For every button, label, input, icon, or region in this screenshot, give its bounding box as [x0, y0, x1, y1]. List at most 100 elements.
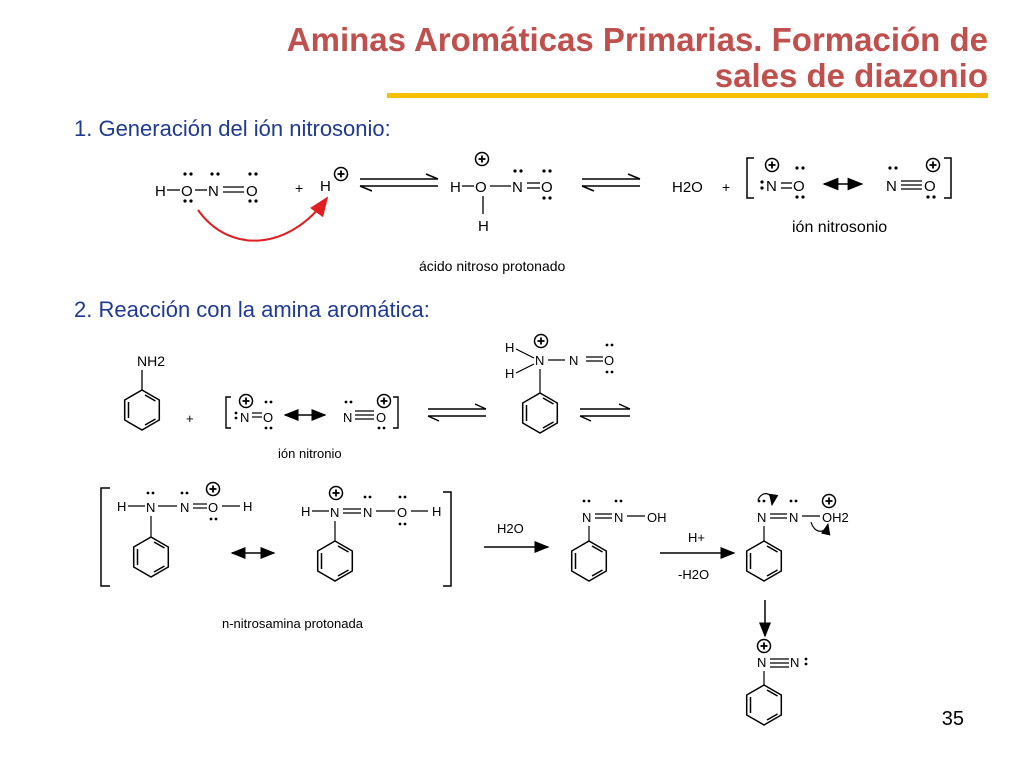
nitrosonium-resonance: N O N O [746, 157, 952, 199]
label-nitronium: ión nitronio [278, 446, 342, 461]
atom-o: O [924, 178, 936, 195]
atom-n: N [757, 655, 766, 670]
benzene-ring-icon [316, 540, 354, 582]
atom-n: N [766, 178, 777, 195]
atom-n: N [582, 510, 591, 525]
slide-title: Aminas Aromáticas Primarias. Formación d… [88, 22, 988, 94]
atom-n: N [886, 178, 897, 195]
atom-o: O [263, 410, 273, 425]
anilinium-nitroso-adduct: H H N N O [505, 333, 614, 434]
plus-sign: + [186, 411, 194, 426]
atom-o: O [181, 183, 193, 200]
water-molecule: H2O [672, 179, 703, 196]
atom-o: O [397, 505, 407, 520]
benzene-ring-icon [570, 540, 608, 582]
plus-sign: + [722, 179, 730, 195]
atom-n: N [569, 353, 578, 368]
right-bracket [443, 491, 452, 587]
equilibrium-arrow-icon [579, 403, 631, 422]
atom-n: N [790, 655, 799, 670]
atom-n: N [330, 505, 339, 520]
slide-title-line2: sales de diazonio [714, 57, 988, 94]
benzene-ring-icon [745, 540, 783, 582]
atom-o: O [208, 500, 218, 515]
positive-charge-icon [764, 157, 780, 173]
reagent-acid: H+ [688, 530, 705, 545]
equilibrium-arrow-icon [359, 173, 439, 192]
atom-o: O [793, 178, 805, 195]
label-nitrosonium: ión nitrosonio [792, 219, 887, 236]
diazonium-salt: N N [745, 638, 808, 726]
atom-oh2: OH2 [822, 510, 849, 525]
left-bracket [100, 487, 110, 587]
nitrosamine-form-a: H N N O H [117, 481, 252, 578]
electron-push-arrow-icon [810, 521, 831, 536]
atom-h: H [320, 178, 331, 195]
positive-charge-icon [376, 393, 392, 409]
atom-h: H [505, 366, 514, 381]
atom-h: H [243, 499, 252, 514]
positive-charge-icon [821, 493, 837, 509]
positive-charge-icon [205, 481, 221, 497]
protonated-diazohydroxide: N N OH2 [745, 493, 849, 582]
benzene-ring-icon [745, 684, 783, 726]
positive-charge-icon [333, 166, 349, 182]
label-nitrosamine: n-nitrosamina protonada [222, 616, 364, 631]
atom-o: O [376, 410, 386, 425]
label-protonated-acid: ácido nitroso protonado [419, 258, 566, 274]
reagent-water: H2O [497, 521, 524, 536]
section-heading-1: 1. Generación del ión nitrosonio: [74, 116, 391, 141]
atom-o: O [541, 179, 553, 196]
aniline: NH2 [123, 353, 165, 431]
nitrous-acid: H O N O [155, 172, 258, 203]
atom-h: H [117, 499, 126, 514]
nitrosamine-form-b: H N N O H [301, 485, 441, 582]
atom-h: H [450, 179, 461, 196]
atom-n: N [146, 500, 155, 515]
page-number: 35 [941, 708, 964, 730]
positive-charge-icon [238, 393, 254, 409]
atom-n: N [512, 179, 523, 196]
atom-oh: OH [647, 510, 667, 525]
reagent-minus-water: -H2O [678, 567, 709, 582]
atom-n: N [208, 183, 219, 200]
protonated-nitrous-acid: H O H N O [450, 151, 553, 235]
electron-push-arrow-icon [757, 493, 779, 507]
slide-title-line1: Aminas Aromáticas Primarias. Formación d… [286, 21, 988, 58]
atom-h: H [505, 340, 514, 355]
section-heading-2: 2. Reacción con la amina aromática: [74, 297, 430, 322]
atom-h: H [301, 504, 310, 519]
positive-charge-icon [328, 485, 344, 501]
title-underline [387, 93, 988, 98]
atom-h: H [155, 183, 166, 200]
atom-n: N [614, 510, 623, 525]
positive-charge-icon [756, 638, 772, 654]
positive-charge-icon [474, 151, 490, 167]
curved-arrow-icon [197, 196, 329, 242]
positive-charge-icon [533, 333, 549, 349]
atom-o: O [475, 179, 487, 196]
benzene-ring-icon [132, 536, 170, 578]
atom-n: N [757, 510, 766, 525]
proton: H [320, 166, 349, 195]
equilibrium-arrow-icon [427, 403, 487, 422]
atom-o: O [246, 183, 258, 200]
atom-n: N [789, 510, 798, 525]
atom-nh2: NH2 [137, 353, 165, 369]
atom-o: O [604, 353, 614, 368]
atom-n: N [363, 505, 372, 520]
atom-n: N [180, 500, 189, 515]
benzene-ring-icon [123, 389, 161, 431]
equilibrium-arrow-icon [581, 173, 641, 192]
atom-h: H [478, 218, 489, 235]
nitronium-resonance: N O N O [225, 393, 399, 430]
atom-n: N [343, 410, 352, 425]
positive-charge-icon [925, 157, 941, 173]
diazohydroxide: N N OH [570, 499, 667, 582]
atom-n: N [535, 353, 544, 368]
benzene-ring-icon [521, 392, 559, 434]
plus-sign: + [295, 180, 303, 196]
atom-h: H [432, 504, 441, 519]
atom-n: N [240, 410, 249, 425]
